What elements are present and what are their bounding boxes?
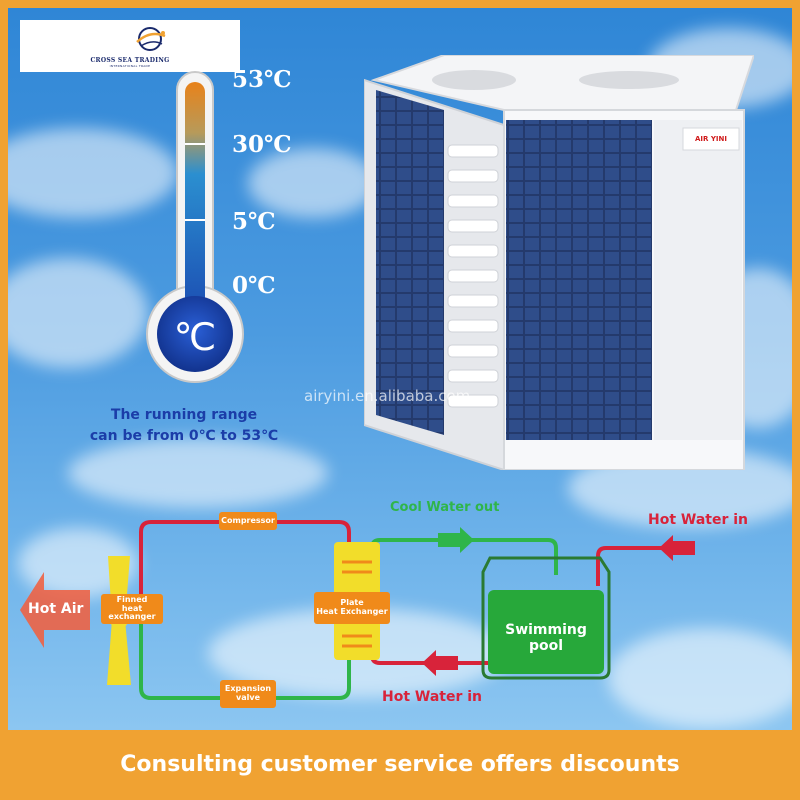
thermometer-icon: ℃ — [146, 71, 244, 383]
heat-pump-unit — [364, 55, 754, 470]
company-logo: CROSS SEA TRADING INTERNATIONAL TRADE — [20, 20, 240, 72]
footer-banner: Consulting customer service offers disco… — [120, 752, 680, 777]
temp-30: 30℃ — [232, 131, 292, 158]
logo-name: CROSS SEA TRADING — [90, 57, 170, 64]
flow-arrow-red — [422, 650, 458, 676]
expansion-label-1: Expansion — [224, 684, 272, 694]
hot-water-in-bottom-label: Hot Water in — [382, 689, 483, 705]
flow-arrow-green — [438, 527, 474, 553]
cloud — [248, 148, 378, 218]
cloud — [68, 438, 328, 508]
hot-air-label: Hot Air — [28, 601, 84, 617]
globe-icon — [136, 27, 166, 51]
hot-air-arrow — [20, 572, 90, 648]
swimming-pool-label: Swimming pool — [505, 622, 587, 654]
plate-label-1: Plate — [340, 598, 364, 608]
cloud — [8, 258, 148, 368]
range-line-1: The running range — [110, 407, 258, 423]
flow-arrow-red — [659, 535, 695, 561]
refrigerant-hot-pipe — [139, 520, 351, 600]
logo-tagline: INTERNATIONAL TRADE — [109, 64, 151, 68]
expansion-valve-box: Expansion valve — [220, 680, 276, 708]
finned-label-2: heat exchanger — [108, 603, 156, 622]
temp-5: 5℃ — [232, 208, 276, 235]
temp-53: 53℃ — [232, 66, 292, 93]
temp-0: 0℃ — [232, 272, 276, 299]
brand-label: AIR YINI — [695, 135, 727, 143]
hot-water-in-pipe — [596, 546, 690, 586]
watermark: airyini.en.alibaba.com — [304, 387, 471, 405]
plate-label-2: Heat Exchanger — [316, 607, 388, 616]
pool-tank — [481, 556, 611, 680]
hot-water-in-top-label: Hot Water in — [648, 512, 749, 528]
finned-label-1: Finned — [116, 594, 148, 604]
expansion-label-2: valve — [236, 693, 260, 702]
compressor-label: Compressor — [221, 515, 275, 525]
exchanger-fins — [342, 560, 372, 648]
plate-exchanger-box: Plate Heat Exchanger — [314, 592, 390, 624]
range-line-2: can be from 0℃ to 53℃ — [89, 428, 279, 444]
cloud — [608, 628, 792, 728]
cool-water-out-label: Cool Water out — [390, 500, 500, 515]
finned-exchanger-box: Finned heat exchanger — [101, 594, 163, 624]
pool-water — [488, 590, 604, 674]
celsius-label: ℃ — [174, 315, 217, 359]
cloud — [8, 128, 178, 218]
compressor-box: Compressor — [219, 512, 277, 530]
